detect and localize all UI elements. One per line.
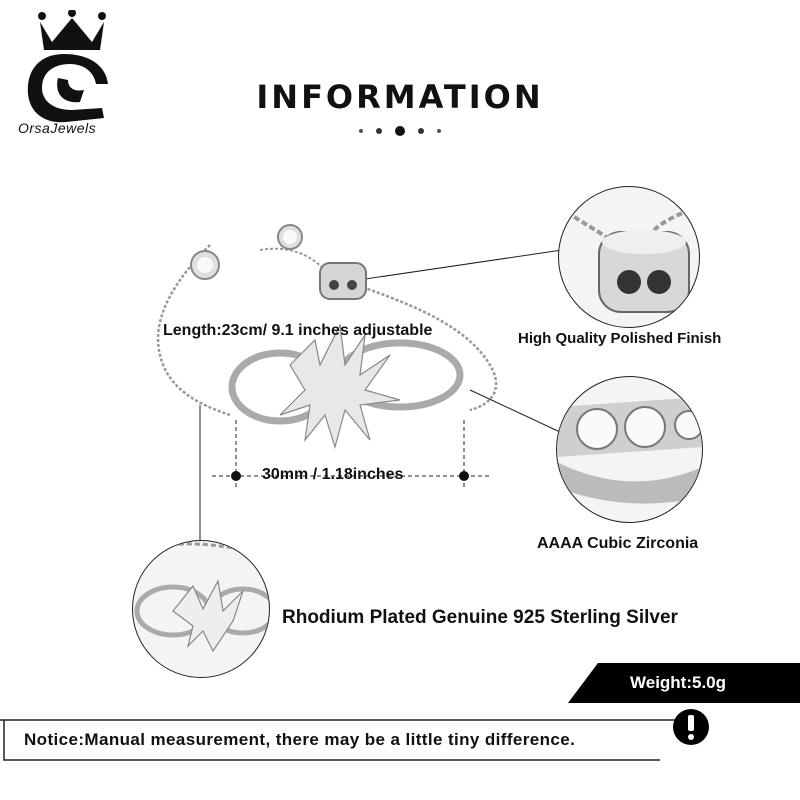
weight-label: Weight:5.0g (630, 673, 727, 692)
size-label: 30mm / 1.18inches (262, 466, 404, 483)
bracelet-image (156, 224, 498, 450)
stone-label: AAAA Cubic Zirconia (537, 535, 699, 552)
finish-label: High Quality Polished Finish (518, 330, 722, 347)
material-label: Rhodium Plated Genuine 925 Sterling Silv… (282, 607, 678, 628)
notice-text: Notice:Manual measurement, there may be … (24, 730, 576, 749)
exclamation-icon (673, 709, 709, 745)
page-title: INFORMATION (256, 78, 544, 116)
stone-detail-image (556, 376, 703, 523)
crown-logo-icon (27, 10, 108, 123)
weight-banner (568, 663, 800, 703)
length-label: Length:23cm/ 9.1 inches adjustable (163, 322, 433, 339)
title-dots-decoration (359, 126, 441, 136)
pendant-detail-image (132, 540, 270, 678)
brand-name: OrsaJewels (18, 120, 97, 136)
notice-box (0, 719, 690, 761)
clasp-detail-image (558, 186, 700, 328)
